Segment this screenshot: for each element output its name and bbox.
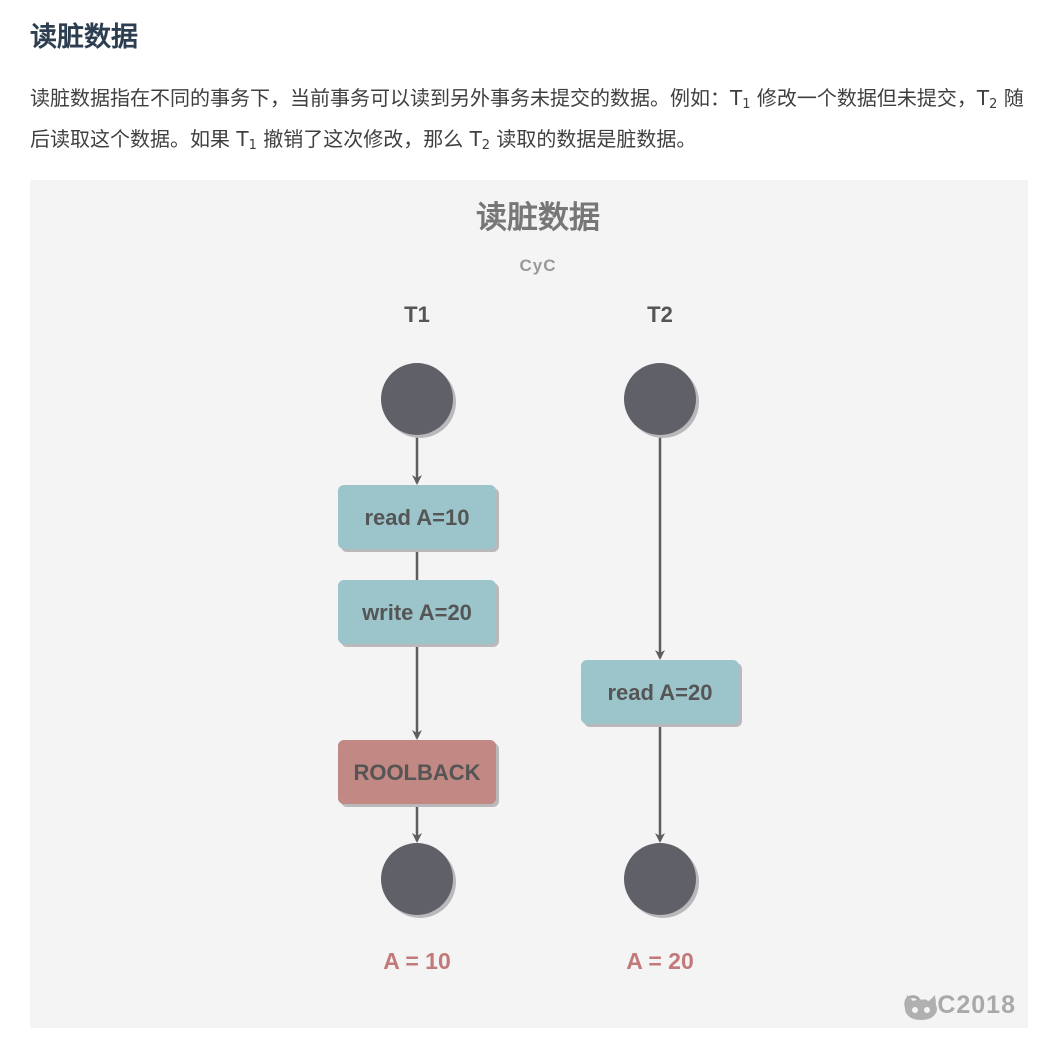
section-heading: 读脏数据: [30, 22, 138, 53]
paragraph-text: 随后读取这个数据。如果 T: [30, 86, 1024, 151]
rollback-step-box: [338, 740, 496, 804]
lane-t2: T2 read A=20 A = 20: [581, 302, 742, 974]
step-label: read A=20: [608, 680, 713, 705]
lane-result: A = 10: [383, 948, 451, 974]
step-label: write A=20: [361, 600, 472, 625]
diagram-title: 读脏数据: [476, 200, 600, 235]
paragraph-text: 读脏数据指在不同的事务下，当前事务可以读到另外事务未提交的数据。例如：T: [30, 86, 743, 110]
start-node: [624, 363, 696, 435]
lane-label: T1: [404, 302, 430, 327]
paragraph-text: 读取的数据是脏数据。: [490, 127, 697, 151]
diagram-subtitle: CyC: [519, 256, 556, 275]
subscript: 2: [989, 97, 998, 112]
end-node: [624, 843, 696, 915]
step-label: read A=10: [365, 505, 470, 530]
lane-result: A = 20: [626, 948, 694, 974]
watermark: CyC2018: [903, 991, 1016, 1020]
section-paragraph: 读脏数据指在不同的事务下，当前事务可以读到另外事务未提交的数据。例如：T1 修改…: [30, 78, 1030, 160]
paragraph-text: 修改一个数据但未提交，T: [750, 86, 990, 110]
lane-label: T2: [647, 302, 673, 327]
step-box: [581, 660, 739, 724]
subscript: 1: [248, 138, 257, 153]
subscript: 1: [742, 97, 751, 112]
start-node: [381, 363, 453, 435]
subscript: 2: [481, 138, 491, 153]
step-box: [338, 485, 496, 549]
step-label: ROOLBACK: [353, 760, 480, 785]
step-box: [338, 580, 496, 644]
paragraph-text: 撤销了这次修改，那么 T: [256, 127, 482, 151]
github-cat-icon: [905, 995, 938, 1020]
end-node: [381, 843, 453, 915]
